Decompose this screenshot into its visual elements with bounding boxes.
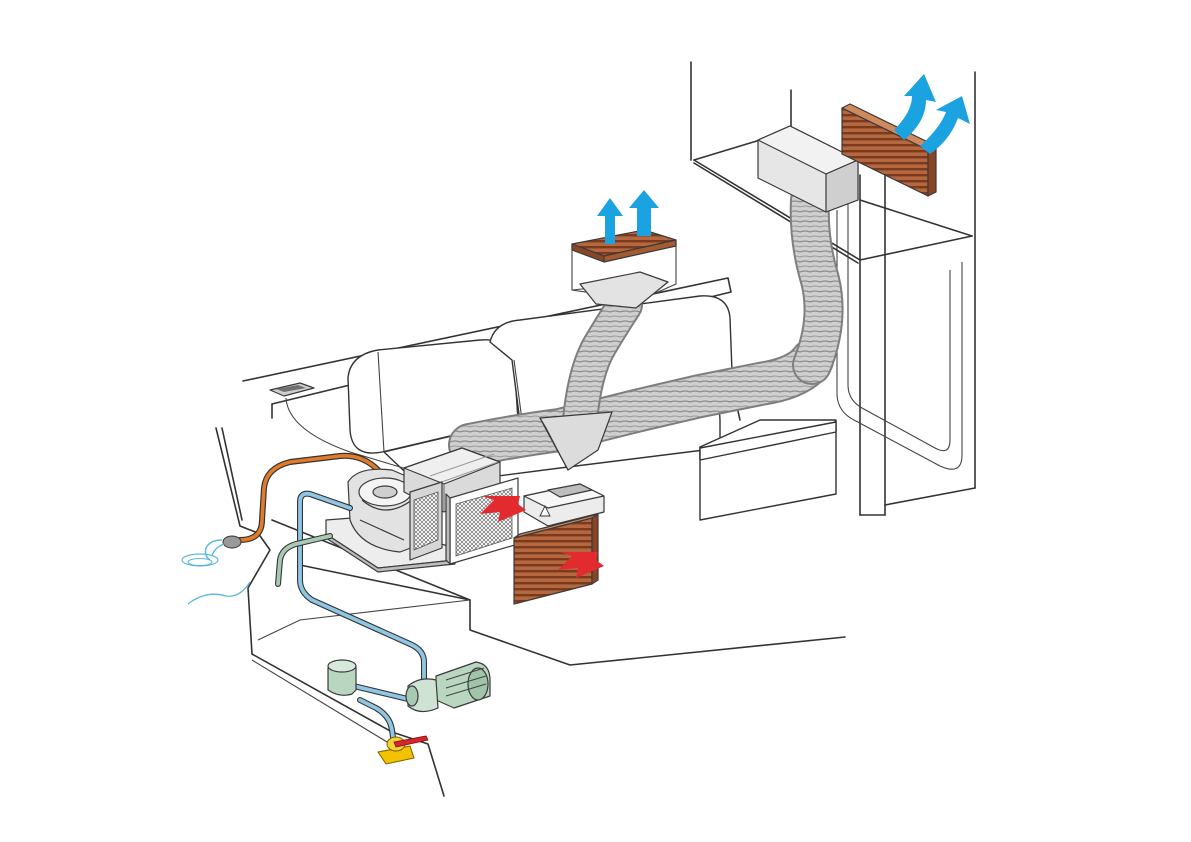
overboard-discharge [181,535,251,605]
return-air-arrow-icon [480,496,526,522]
cool-air-arrow-icon [920,96,970,154]
seawater-pump [405,661,491,713]
cool-air-arrows [597,74,970,244]
return-air-arrows [480,496,604,578]
seacock-valve [377,735,429,765]
thermostat-display [269,382,411,471]
cool-air-arrow-icon [629,190,659,236]
water-outlet-icon [181,539,251,605]
cool-air-arrow-icon [597,198,623,244]
wall-structure [690,61,976,516]
cool-air-arrow-icon [894,74,936,140]
discharge-hose [237,452,395,543]
seawater-pipes [297,490,427,747]
condensate-drain-hose [275,533,333,587]
supply-grille-cabin [571,229,677,309]
strainer [327,659,357,696]
return-air-arrow-icon [558,552,604,578]
air-handler-unit [347,447,501,561]
wall-plenum [757,125,859,213]
electrical-control-box [523,483,605,527]
warning-icon [539,504,551,517]
plenum-box [539,411,613,471]
